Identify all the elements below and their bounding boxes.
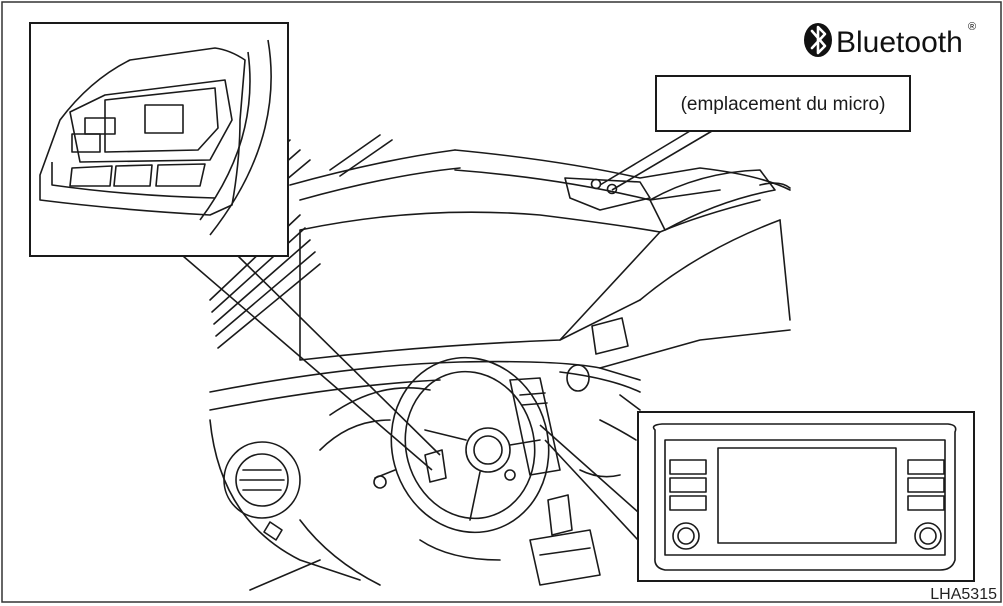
steering-switch-inset [30,23,288,256]
bluetooth-wordmark: Bluetooth [836,26,963,59]
bluetooth-icon [804,23,832,57]
audio-unit-inset [638,412,974,581]
microphone-location-label: (emplacement du micro) [681,94,886,115]
microphone-callout: (emplacement du micro) [656,76,910,131]
registered-mark: ® [968,21,976,33]
figure-code: LHA5315 [930,586,997,603]
